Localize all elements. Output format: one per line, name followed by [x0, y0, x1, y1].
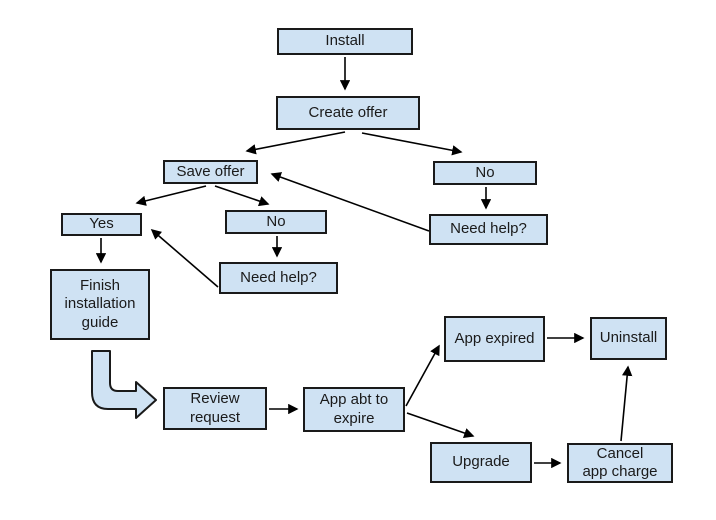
edge-need-help-right-to-save-offer	[270, 172, 430, 232]
node-need-help-right-label: Need help?	[450, 220, 527, 238]
node-finish-installation-guide: Finish installation guide	[50, 269, 150, 340]
node-install-label: Install	[325, 32, 365, 50]
node-create-offer: Create offer	[276, 96, 420, 130]
node-app-abt-to-expire: App abt to expire	[303, 387, 405, 432]
node-upgrade-label: Upgrade	[452, 453, 510, 471]
node-uninstall-label: Uninstall	[599, 329, 658, 347]
node-finish-installation-guide-label: Finish installation guide	[64, 277, 136, 331]
node-yes: Yes	[61, 213, 142, 236]
node-cancel-app-charge-label: Cancel app charge	[582, 444, 658, 480]
node-app-abt-to-expire-label: App abt to expire	[319, 391, 389, 427]
node-need-help-mid-label: Need help?	[240, 268, 317, 286]
node-uninstall: Uninstall	[590, 317, 667, 360]
edge-cancel-app-charge-to-uninstall	[620, 365, 633, 442]
node-no-right-label: No	[475, 163, 495, 181]
node-app-expired: App expired	[444, 316, 545, 362]
edge-create-offer-to-no-right	[361, 132, 463, 156]
edge-need-help-mid-to-yes	[150, 228, 219, 288]
node-app-expired-label: App expired	[454, 329, 535, 347]
edge-save-offer-to-yes	[135, 185, 207, 206]
node-no-mid-label: No	[266, 212, 286, 230]
node-review-request: Review request	[163, 387, 267, 430]
node-save-offer: Save offer	[163, 160, 258, 184]
edge-save-offer-to-no-mid	[214, 185, 270, 207]
node-install: Install	[277, 28, 413, 55]
node-yes-label: Yes	[89, 215, 114, 233]
node-create-offer-label: Create offer	[308, 103, 388, 121]
node-save-offer-label: Save offer	[176, 162, 245, 180]
node-review-request-label: Review request	[189, 390, 241, 426]
bent-arrow-finish-guide-to-review-request	[91, 350, 157, 419]
edge-app-abt-expire-to-app-expired	[405, 344, 440, 407]
node-cancel-app-charge: Cancel app charge	[567, 443, 673, 483]
edge-app-abt-expire-to-upgrade	[406, 412, 475, 439]
node-no-right: No	[433, 161, 537, 185]
edge-create-offer-to-save-offer	[245, 131, 346, 155]
node-no-mid: No	[225, 210, 327, 234]
node-upgrade: Upgrade	[430, 442, 532, 483]
node-need-help-right: Need help?	[429, 214, 548, 245]
node-need-help-mid: Need help?	[219, 262, 338, 294]
